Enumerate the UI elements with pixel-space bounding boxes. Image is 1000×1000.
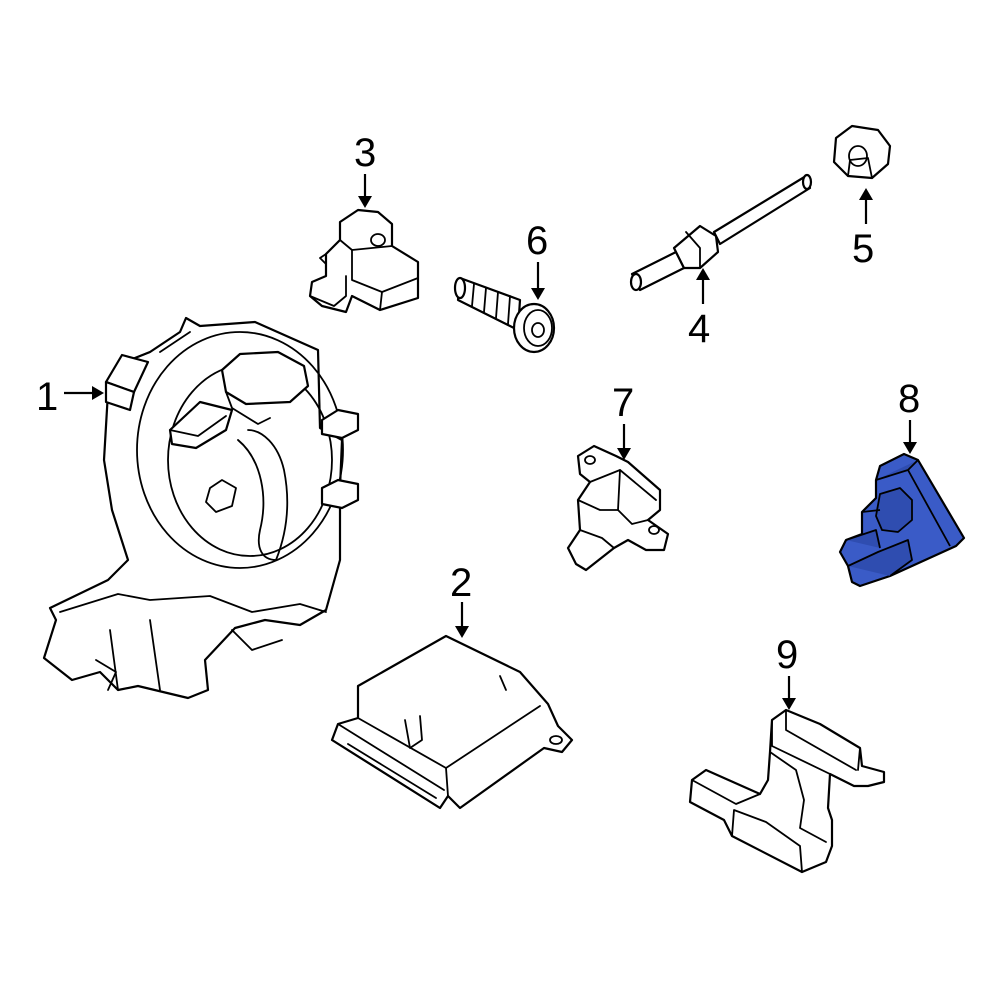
callout-4: 4	[688, 268, 710, 351]
part-2-control-module[interactable]	[330, 634, 574, 810]
callout-1-label: 1	[36, 375, 58, 419]
part-6-bolt[interactable]	[453, 276, 556, 354]
callout-9: 9	[776, 633, 798, 710]
callout-9-label: 9	[776, 633, 798, 677]
callout-8: 8	[898, 377, 920, 454]
part-5-nut[interactable]	[832, 124, 892, 180]
callout-7: 7	[612, 381, 634, 460]
callout-1-arrow-head	[92, 386, 104, 400]
callout-9-arrow-head	[782, 698, 796, 710]
part-9-bracket[interactable]	[688, 708, 886, 874]
callout-3-label: 3	[354, 131, 376, 175]
callout-6: 6	[526, 219, 548, 300]
callout-3-arrow-head	[358, 196, 372, 208]
callout-6-label: 6	[526, 219, 548, 263]
callout-4-label: 4	[688, 307, 710, 351]
part-7-side-sensor[interactable]	[566, 444, 670, 572]
callout-7-label: 7	[612, 381, 634, 425]
callout-5: 5	[852, 188, 874, 271]
part-3-impact-sensor[interactable]	[308, 208, 420, 314]
callout-2-label: 2	[450, 561, 472, 605]
part-8-sensor-highlighted[interactable]	[838, 452, 966, 588]
callout-6-arrow-head	[531, 288, 545, 300]
callout-8-arrow-head	[903, 442, 917, 454]
callout-5-label: 5	[852, 227, 874, 271]
callout-4-arrow-head	[696, 268, 710, 280]
part-1-clockspring[interactable]	[42, 316, 360, 700]
callout-2-arrow-head	[455, 626, 469, 638]
part-4-stud[interactable]	[629, 173, 813, 292]
callout-1: 1	[36, 375, 104, 419]
callout-3: 3	[354, 131, 376, 208]
callout-7-arrow-head	[617, 448, 631, 460]
callout-8-label: 8	[898, 377, 920, 421]
callout-2: 2	[450, 561, 472, 638]
callout-5-arrow-head	[859, 188, 873, 200]
